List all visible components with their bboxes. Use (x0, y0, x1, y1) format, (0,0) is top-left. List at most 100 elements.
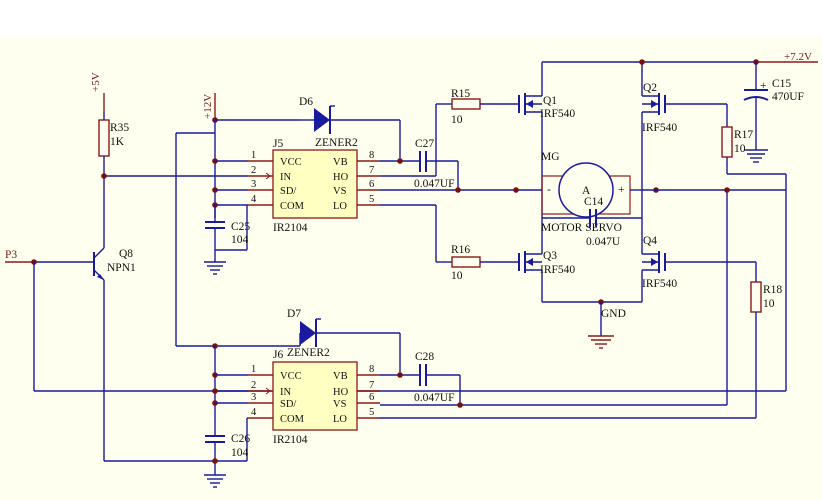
r16-value: 10 (451, 270, 463, 282)
j5-pin-name: VB (333, 157, 348, 168)
j6-pin-name: SD/ (280, 399, 296, 410)
c14-capacitor (542, 209, 642, 227)
q8-ref: Q8 (119, 248, 133, 260)
j5-ref: J5 (273, 138, 283, 150)
j5-pin-num: 5 (369, 194, 374, 205)
j6-pin-num: 1 (251, 364, 256, 375)
q1-value: IRF540 (540, 108, 575, 120)
c15-capacitor (743, 62, 769, 163)
d6-diode (300, 105, 400, 134)
j6-ref: J6 (273, 349, 283, 361)
d6-ref: D6 (299, 96, 313, 108)
vcc12-label: +12V (202, 94, 214, 119)
j5-pin-num: 1 (251, 150, 256, 161)
j5-part: IR2104 (273, 222, 308, 234)
r16-ref: R16 (451, 244, 470, 256)
junction (101, 173, 107, 179)
c25-capacitor (204, 205, 248, 275)
mg-symbol: A (582, 185, 591, 197)
j5-pin-name: IN (280, 172, 291, 183)
j6-in-arrow (265, 387, 271, 395)
junction (455, 187, 461, 193)
c26-capacitor (204, 417, 248, 488)
d6-value: ZENER2 (315, 137, 358, 149)
c28-capacitor (419, 364, 461, 405)
q8-transistor (93, 246, 105, 281)
j5-pin-name: VCC (280, 157, 302, 168)
j5-pin-name: LO (333, 201, 347, 212)
c15-value: 470UF (772, 91, 804, 103)
j6-pin-num: 4 (251, 407, 257, 418)
c27-capacitor (419, 151, 459, 190)
vcc5-label: +5V (90, 72, 102, 92)
j5-chip (272, 149, 358, 219)
j5-pin-name: COM (280, 201, 305, 212)
q4-value: IRF540 (642, 278, 677, 290)
d7-diode (299, 318, 400, 347)
q8-value: NPN1 (107, 262, 136, 274)
c14-ref: C14 (584, 196, 603, 208)
j6-pin-name: HO (333, 387, 349, 398)
j5-pin-num: 7 (369, 165, 374, 176)
j6-pin-num: 7 (369, 380, 374, 391)
junction (724, 187, 730, 193)
r35-ref: R35 (110, 122, 129, 134)
gnd-label: GND (601, 308, 626, 320)
j6-pin-num: 3 (251, 392, 256, 403)
j5-pin-num: 6 (369, 179, 374, 190)
d7-value: ZENER2 (287, 347, 330, 359)
c15-ref: C15 (772, 78, 791, 90)
c15-plus: + (760, 80, 767, 92)
j5-pin-num: 3 (251, 179, 256, 190)
j5-pin-name: VS (333, 186, 347, 197)
r17-value: 10 (734, 143, 746, 155)
r18-value: 10 (763, 298, 775, 310)
j6-pin-num: 8 (369, 364, 374, 375)
j5-pin-name: HO (333, 172, 349, 183)
j6-pin-num: 2 (251, 380, 256, 391)
mg-plus: + (618, 184, 625, 196)
c14-value: 0.047U (586, 236, 621, 248)
q2-mosfet (641, 62, 727, 254)
junction (212, 458, 218, 464)
c25-value: 104 (231, 234, 249, 246)
j6-part: IR2104 (273, 434, 308, 446)
r15-value: 10 (451, 114, 463, 126)
j5-pin-num: 4 (251, 194, 257, 205)
c26-value: 104 (231, 447, 249, 459)
junction (397, 372, 403, 378)
q3-ref: Q3 (543, 250, 557, 262)
j6-pin-name: IN (280, 387, 291, 398)
q2-ref: Q2 (643, 82, 657, 94)
junction (639, 59, 645, 65)
j6-pin-name: COM (280, 414, 305, 425)
mg-minus: - (547, 184, 551, 196)
c26-ref: C26 (231, 433, 250, 445)
c25-ref: C25 (231, 221, 250, 233)
c28-value: 0.047UF (414, 392, 455, 404)
j6-pin-name: LO (333, 414, 347, 425)
r18-ref: R18 (763, 284, 782, 296)
motor-servo (541, 162, 631, 218)
junction (457, 402, 463, 408)
mg-value: MOTOR SERVO (541, 222, 622, 234)
c27-ref: C27 (415, 138, 434, 150)
q1-ref: Q1 (543, 95, 557, 107)
gnd-symbol (588, 335, 614, 349)
q4-mosfet (641, 251, 756, 302)
j6-pin-name: VS (333, 399, 347, 410)
r15-ref: R15 (451, 88, 470, 100)
j6-pin-num: 5 (369, 407, 374, 418)
c27-value: 0.047UF (414, 178, 455, 190)
q4-ref: Q4 (643, 235, 657, 247)
vcc72-label: +7.2V (784, 51, 812, 63)
r35-value: 1K (110, 136, 125, 148)
p3-label: P3 (5, 249, 17, 261)
junction (397, 158, 403, 164)
d7-ref: D7 (287, 308, 301, 320)
junction (513, 187, 519, 193)
